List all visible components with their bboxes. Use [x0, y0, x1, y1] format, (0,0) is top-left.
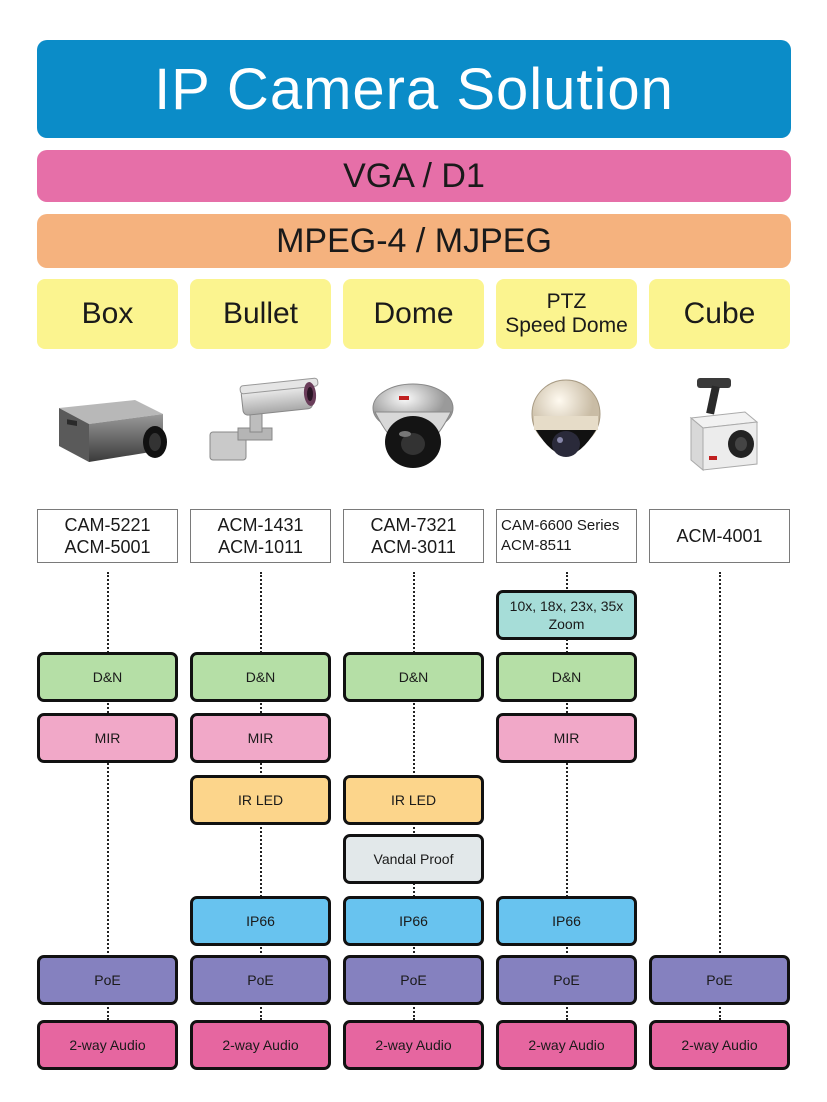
feature-ip66: IP66 [343, 896, 484, 946]
feature-label: PoE [247, 972, 274, 988]
feature-label: 2-way Audio [69, 1037, 146, 1053]
connector-line [566, 572, 568, 1020]
model-name: CAM-5221 [64, 515, 151, 535]
connector-line [107, 572, 109, 1020]
type-label: Dome [373, 297, 454, 330]
type-label-line1: PTZ [546, 290, 587, 313]
title-text: IP Camera Solution [154, 56, 674, 122]
model-box: CAM-6600 Series ACM-8511 [496, 509, 637, 563]
feature-poe: PoE [190, 955, 331, 1005]
feature-label: IP66 [399, 913, 428, 929]
feature-label: PoE [553, 972, 580, 988]
feature-poe: PoE [343, 955, 484, 1005]
feature-dn: D&N [343, 652, 484, 702]
feature-label: PoE [400, 972, 427, 988]
connector-line [719, 572, 721, 1020]
feature-ir-led: IR LED [343, 775, 484, 825]
feature-vandal-proof: Vandal Proof [343, 834, 484, 884]
model-box: ACM-1431 ACM-1011 [190, 509, 331, 563]
feature-label: IP66 [552, 913, 581, 929]
feature-label: D&N [551, 669, 582, 685]
feature-audio: 2-way Audio [649, 1020, 790, 1070]
feature-zoom: 10x, 18x, 23x, 35x Zoom [496, 590, 637, 640]
model-name: ACM-4001 [676, 526, 763, 546]
model-name: ACM-8511 [501, 537, 572, 554]
type-dome: Dome [343, 279, 484, 349]
type-label: Cube [683, 297, 756, 330]
feature-label: MIR [553, 730, 580, 746]
feature-label: MIR [94, 730, 121, 746]
feature-label: D&N [398, 669, 429, 685]
feature-label: PoE [94, 972, 121, 988]
feature-mir: MIR [37, 713, 178, 763]
box-camera-icon [59, 400, 167, 462]
feature-label: D&N [92, 669, 123, 685]
feature-mir: MIR [496, 713, 637, 763]
type-bullet: Bullet [190, 279, 331, 349]
model-box: CAM-5221 ACM-5001 [37, 509, 178, 563]
type-label: Bullet [222, 297, 299, 330]
dome-camera-icon [372, 383, 454, 468]
feature-ip66: IP66 [190, 896, 331, 946]
model-name: ACM-3011 [371, 537, 456, 557]
feature-label: IR LED [237, 792, 284, 808]
feature-poe: PoE [496, 955, 637, 1005]
feature-label: 2-way Audio [681, 1037, 758, 1053]
type-ptz: PTZ Speed Dome [496, 279, 637, 349]
model-name: ACM-5001 [64, 537, 151, 557]
feature-dn: D&N [496, 652, 637, 702]
feature-label: Vandal Proof [373, 851, 454, 867]
resolution-banner: VGA / D1 [37, 150, 791, 202]
feature-mir: MIR [190, 713, 331, 763]
codec-text: MPEG-4 / MJPEG [276, 221, 552, 260]
model-name: ACM-1011 [218, 537, 303, 557]
type-label-line2: Speed Dome [505, 314, 628, 337]
cube-camera-icon [689, 378, 759, 472]
title-banner: IP Camera Solution [37, 40, 791, 138]
ptz-camera-icon [531, 379, 601, 457]
type-cube: Cube [649, 279, 790, 349]
model-name: CAM-6600 Series [501, 517, 620, 534]
feature-label: IP66 [246, 913, 275, 929]
feature-poe: PoE [37, 955, 178, 1005]
feature-label: 10x, 18x, 23x, 35x [509, 598, 624, 614]
feature-ip66: IP66 [496, 896, 637, 946]
type-box: Box [37, 279, 178, 349]
feature-ir-led: IR LED [190, 775, 331, 825]
feature-audio: 2-way Audio [190, 1020, 331, 1070]
feature-label: D&N [245, 669, 276, 685]
feature-dn: D&N [190, 652, 331, 702]
model-name: CAM-7321 [370, 515, 457, 535]
bullet-camera-icon [209, 377, 319, 461]
type-label: Box [81, 297, 134, 330]
model-box: CAM-7321 ACM-3011 [343, 509, 484, 563]
codec-banner: MPEG-4 / MJPEG [37, 214, 791, 268]
resolution-text: VGA / D1 [343, 156, 485, 195]
feature-label: PoE [706, 972, 733, 988]
feature-audio: 2-way Audio [496, 1020, 637, 1070]
model-name: ACM-1431 [217, 515, 304, 535]
feature-dn: D&N [37, 652, 178, 702]
model-box: ACM-4001 [649, 509, 790, 563]
feature-label: IR LED [390, 792, 437, 808]
feature-label: Zoom [548, 616, 585, 632]
feature-label: 2-way Audio [222, 1037, 299, 1053]
feature-label: 2-way Audio [528, 1037, 605, 1053]
feature-label: MIR [247, 730, 274, 746]
feature-label: 2-way Audio [375, 1037, 452, 1053]
feature-audio: 2-way Audio [37, 1020, 178, 1070]
feature-poe: PoE [649, 955, 790, 1005]
feature-audio: 2-way Audio [343, 1020, 484, 1070]
